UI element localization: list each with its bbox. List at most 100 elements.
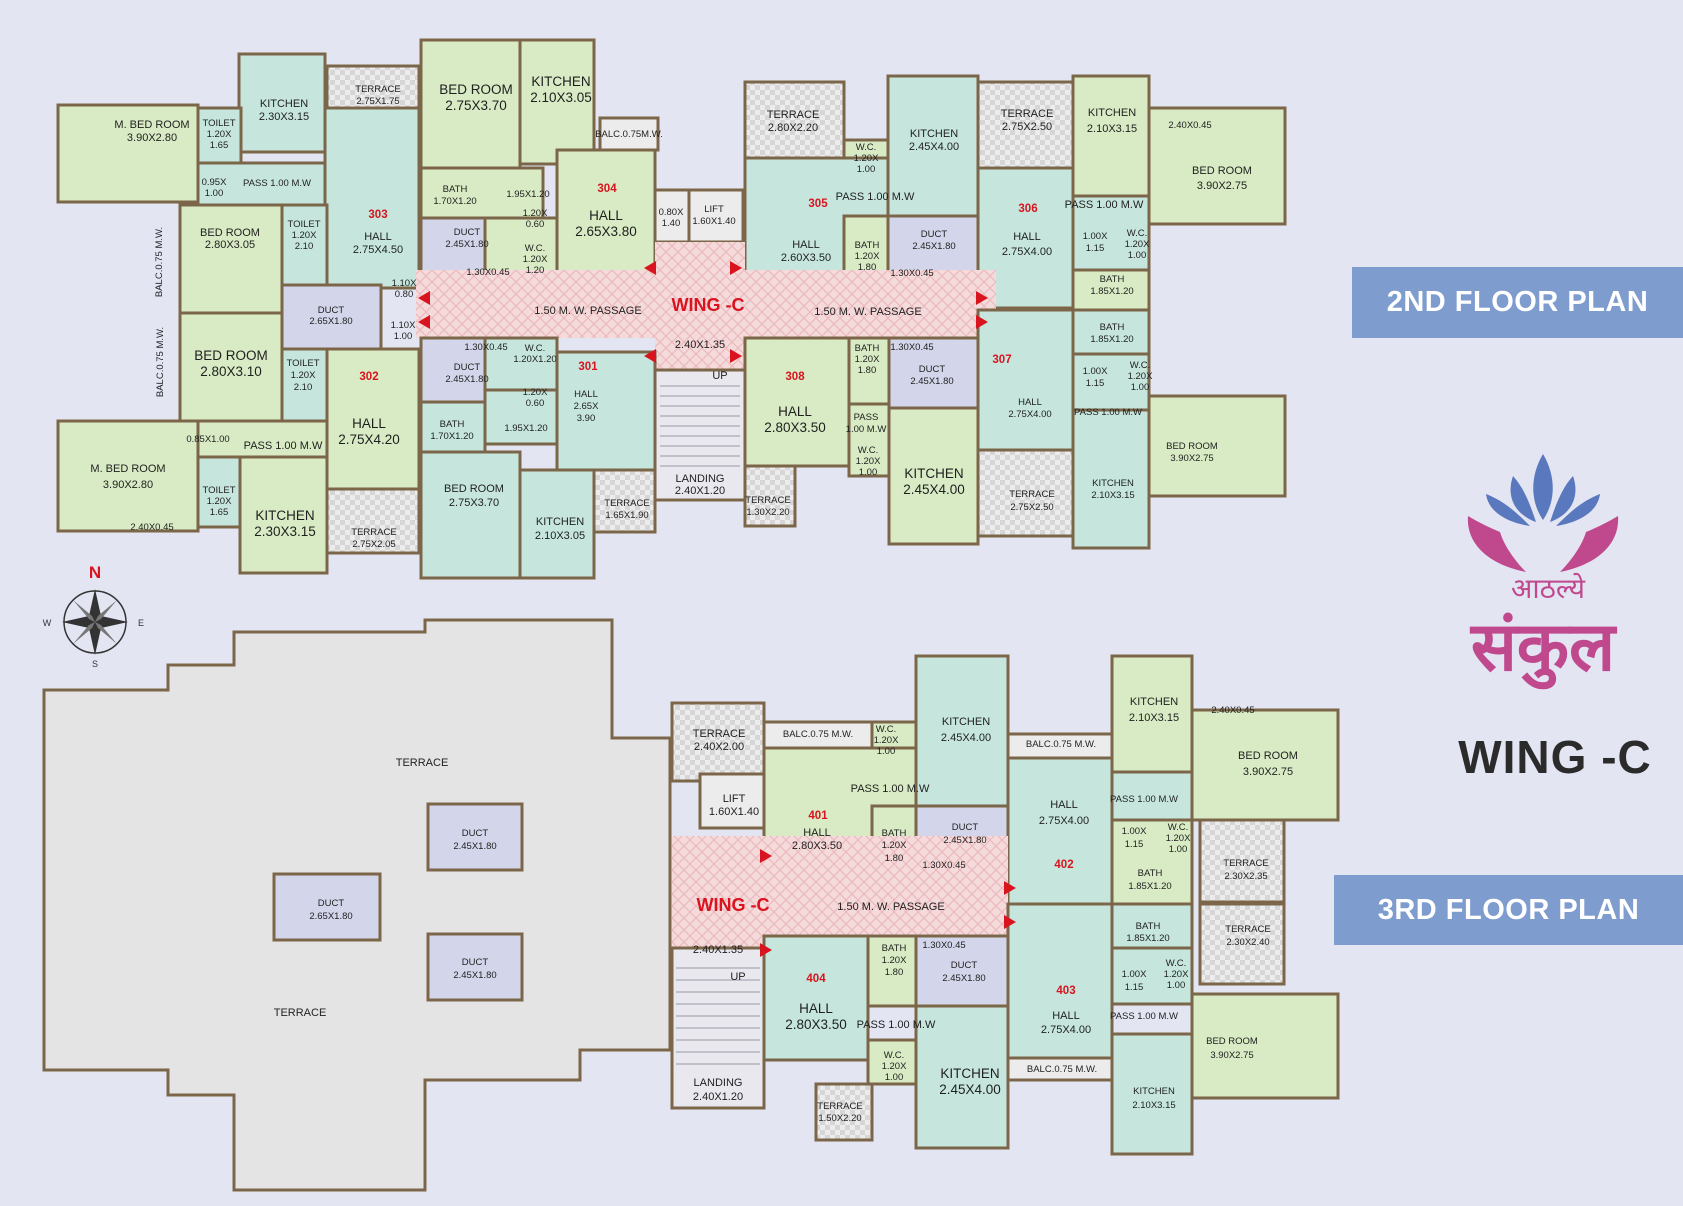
room-label: 3.90 xyxy=(577,413,596,424)
compass-rose: N E S W xyxy=(43,563,144,669)
room-label: 2.10X3.15 xyxy=(1132,1100,1175,1111)
up-label: UP xyxy=(712,370,727,382)
plan-shape xyxy=(89,622,101,655)
landing-label: 2.40X1.20 xyxy=(675,485,725,497)
room-label: 2.75X4.00 xyxy=(1008,409,1051,420)
room-label: PASS 1.00 M.W xyxy=(1065,199,1144,211)
room-label: 1.30X0.45 xyxy=(922,860,965,871)
room-fill xyxy=(323,106,421,290)
unit-number: 308 xyxy=(785,371,805,383)
room-fill xyxy=(419,166,545,220)
room-label: 2.75X4.00 xyxy=(1002,246,1052,258)
room-labels: WING -C 1.50 M. W. PASSAGE 1.50 M. W. PA… xyxy=(90,74,1298,1124)
room-label: W.C. xyxy=(884,1050,905,1061)
room-label: 1.65X1.90 xyxy=(605,510,648,521)
room-label: 1.30X0.45 xyxy=(922,940,965,951)
compass-s: S xyxy=(92,659,98,669)
room-label: 1.65 xyxy=(210,140,229,151)
room-fill xyxy=(1110,654,1194,774)
room-label: 2.10X3.15 xyxy=(1129,712,1179,724)
plan-shape xyxy=(976,315,988,329)
room-label: 3.90X2.75 xyxy=(1170,453,1213,464)
plan-shape xyxy=(89,589,101,622)
room-label: HALL xyxy=(352,416,386,431)
room-fill xyxy=(518,38,596,166)
room-label: 3.90X2.75 xyxy=(1210,1050,1253,1061)
room-label: 2.75X2.50 xyxy=(1002,121,1052,133)
room-label: BALC.0.75 M.W. xyxy=(155,327,166,397)
room-fill xyxy=(842,214,890,282)
room-label: W.C. xyxy=(1168,822,1189,833)
compass-w: W xyxy=(43,618,52,628)
room-fill xyxy=(1198,902,1286,986)
room-label: TERRACE xyxy=(604,498,649,509)
room-label: 2.75X4.00 xyxy=(1039,815,1089,827)
room-label: 0.60 xyxy=(526,398,545,409)
room-label: TOILET xyxy=(202,485,235,496)
floor2-plan-banner: 2ND FLOOR PLAN xyxy=(1352,267,1683,338)
room-label: BED ROOM xyxy=(1238,750,1298,762)
room-label: 1.70X1.20 xyxy=(433,196,476,207)
room-label: 1.85X1.20 xyxy=(1126,933,1169,944)
lift-label: LIFT xyxy=(704,204,724,215)
room-fill xyxy=(419,450,522,580)
room-label: W.C. xyxy=(1166,958,1187,969)
room-label: 0.95X xyxy=(202,177,227,188)
room-label: 1.20X xyxy=(856,456,881,467)
plan-shape xyxy=(73,600,95,622)
room-fill xyxy=(1190,708,1340,822)
room-label: DUCT xyxy=(318,305,345,316)
plan-shape xyxy=(95,616,128,628)
room-fill xyxy=(1110,946,1194,1006)
room-label: 1.20X xyxy=(855,354,880,365)
room-label: 1.95X1.20 xyxy=(504,423,547,434)
duct-label: 2.45X1.80 xyxy=(453,970,496,981)
room-label: HALL xyxy=(1052,1010,1080,1022)
landing-label: LANDING xyxy=(676,473,725,485)
room-fill xyxy=(280,203,329,287)
unit-number: 304 xyxy=(597,183,617,195)
room-label: BALC.0.75 M.W. xyxy=(1027,1064,1097,1075)
room-fill xyxy=(1071,74,1151,198)
room-label: 1.85X1.20 xyxy=(1090,334,1133,345)
unit-number: 301 xyxy=(578,361,598,373)
room-label: 2.45X1.80 xyxy=(445,239,488,250)
room-label: 2.75X4.50 xyxy=(353,244,403,256)
room-label: 2.65X3.80 xyxy=(575,224,637,239)
room-label: W.C. xyxy=(856,142,877,153)
room-fill xyxy=(483,388,559,446)
room-label: BATH xyxy=(882,828,907,839)
room-label: BATH xyxy=(440,419,465,430)
room-label: HALL xyxy=(574,389,598,400)
room-label: KITCHEN xyxy=(1088,107,1136,119)
room-label: 2.65X1.80 xyxy=(309,316,352,327)
room-label: 1.00X xyxy=(1122,969,1147,980)
room-label: KITCHEN xyxy=(536,516,584,528)
room-label: 2.80X3.10 xyxy=(200,364,262,379)
plan-shape xyxy=(760,943,772,957)
room-fill xyxy=(743,336,851,468)
compass-e: E xyxy=(138,618,144,628)
room-label: PASS 1.00 M.W xyxy=(857,1019,936,1031)
passage-label: 1.50 M. W. PASSAGE xyxy=(814,306,921,318)
room-fill xyxy=(887,406,980,546)
floor3-terrace-roof xyxy=(42,618,672,1192)
room-fill xyxy=(1110,770,1194,822)
room-label: 1.80 xyxy=(885,853,904,864)
room-label: 1.65 xyxy=(210,507,229,518)
lotus-icon xyxy=(1486,454,1600,526)
room-fill xyxy=(1006,902,1114,1066)
floor3-plan-banner: 3RD FLOOR PLAN xyxy=(1334,875,1683,945)
room-label: TERRACE xyxy=(817,1101,862,1112)
landing-label: LANDING xyxy=(694,1077,743,1089)
room-label: BATH xyxy=(882,943,907,954)
room-label: 1.20X xyxy=(523,387,548,398)
room-label: 1.80 xyxy=(858,365,877,376)
room-label: 2.30X2.35 xyxy=(1224,871,1267,882)
room-label: 1.85X1.20 xyxy=(1090,286,1133,297)
room-fill xyxy=(698,772,766,830)
room-label: 1.40 xyxy=(662,218,681,229)
room-fill xyxy=(762,934,870,1062)
logo-top-word: आठल्ये xyxy=(1511,572,1586,605)
room-fill xyxy=(325,347,421,491)
